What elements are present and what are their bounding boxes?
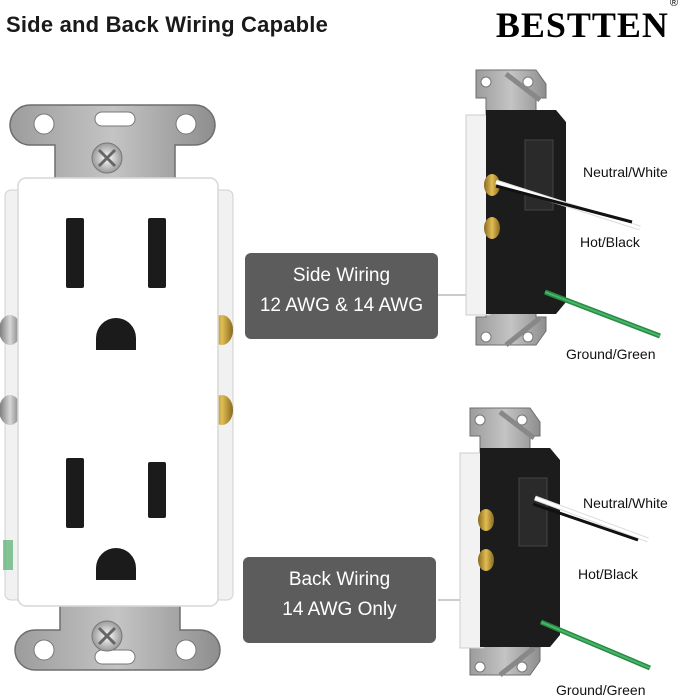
side-wiring-title: Side Wiring (292, 265, 391, 286)
side-wiring-box: Side Wiring 12 AWG & 14 AWG (245, 253, 438, 339)
bottom-neutral-label: Neutral/White (583, 495, 668, 511)
back-wiring-title: Back Wiring (288, 569, 391, 590)
silver-screw-icon (0, 315, 21, 345)
receptacle-back-wiring (459, 407, 651, 677)
brass-screw-icon (478, 549, 494, 571)
top-ground-label: Ground/Green (566, 346, 656, 362)
brass-screw-icon (484, 217, 500, 239)
silver-screw-icon (0, 395, 21, 425)
bottom-ground-label: Ground/Green (556, 682, 646, 698)
top-mounting-strap: c UL LISTED (9, 104, 216, 186)
back-wiring-box: Back Wiring 14 AWG Only (243, 557, 436, 643)
page-title: Side and Back Wiring Capable (6, 12, 329, 37)
brass-screw-icon (478, 509, 494, 531)
bottom-hot-label: Hot/Black (578, 566, 638, 582)
back-wiring-gauge: 14 AWG Only (282, 599, 397, 620)
brand-logo: BESTTEN® (495, 0, 679, 45)
bottom-mounting-strap (14, 589, 221, 671)
receptacle-front: c UL LISTED (0, 104, 234, 671)
side-wiring-gauge: 12 AWG & 14 AWG (259, 295, 424, 316)
receptacle-side-wiring (465, 69, 661, 347)
top-neutral-label: Neutral/White (583, 164, 668, 180)
brass-screw-icon (484, 174, 500, 196)
top-hot-label: Hot/Black (580, 234, 640, 250)
